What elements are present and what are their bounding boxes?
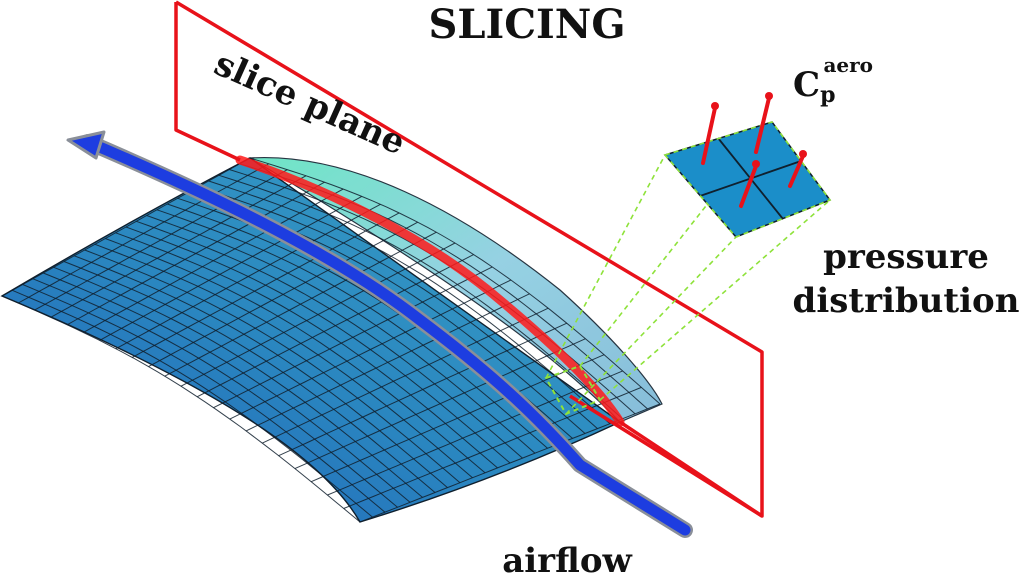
mesh-line-chord bbox=[262, 307, 549, 444]
surface-main bbox=[0, 157, 622, 523]
cp-subscript: p bbox=[820, 82, 835, 108]
cp-label: Cp aero bbox=[793, 53, 873, 108]
slice-plane-lower-edge bbox=[619, 420, 763, 518]
mesh-line-chord bbox=[213, 266, 493, 409]
cp-superscript: aero bbox=[823, 53, 873, 77]
pressure-label: pressure bbox=[823, 237, 989, 277]
mesh-line-chord bbox=[327, 370, 623, 496]
mesh-line-chord bbox=[197, 254, 474, 398]
distribution-label: distribution bbox=[793, 281, 1020, 321]
pressure-vector-icon bbox=[701, 92, 807, 208]
mesh-line-chord bbox=[50, 175, 307, 318]
diagram-title: SLICING bbox=[429, 1, 626, 48]
mesh-line-chord bbox=[148, 221, 418, 368]
mesh-line-chord bbox=[245, 293, 530, 432]
slice-plane-label: slice plane bbox=[208, 44, 411, 164]
mesh-line-chord bbox=[278, 322, 568, 457]
mesh-line-chord bbox=[311, 354, 605, 483]
mesh-line-chord bbox=[115, 203, 381, 350]
mesh-line-chord bbox=[294, 338, 586, 470]
mesh-line-chord bbox=[131, 212, 400, 358]
slice-plane-outline bbox=[174, 0, 764, 518]
mesh-line-chord bbox=[18, 163, 269, 304]
pressure-patch bbox=[663, 121, 832, 238]
mesh-line-chord bbox=[99, 195, 363, 341]
mesh-line-chord bbox=[83, 188, 344, 333]
airflow-arrow-icon bbox=[66, 130, 693, 538]
mesh-line-chord bbox=[229, 279, 512, 420]
leader-lines bbox=[545, 121, 831, 415]
mesh-line-chord bbox=[34, 169, 288, 311]
mesh-line-chord bbox=[359, 403, 661, 523]
cp-main: C bbox=[793, 65, 820, 105]
surface-mesh bbox=[1, 157, 661, 523]
airflow-label: airflow bbox=[502, 541, 632, 578]
mesh-line-chord bbox=[66, 181, 325, 326]
mesh-line-chord bbox=[164, 231, 437, 377]
mesh-line-chord bbox=[180, 242, 456, 387]
mesh-line-chord bbox=[1, 157, 251, 297]
